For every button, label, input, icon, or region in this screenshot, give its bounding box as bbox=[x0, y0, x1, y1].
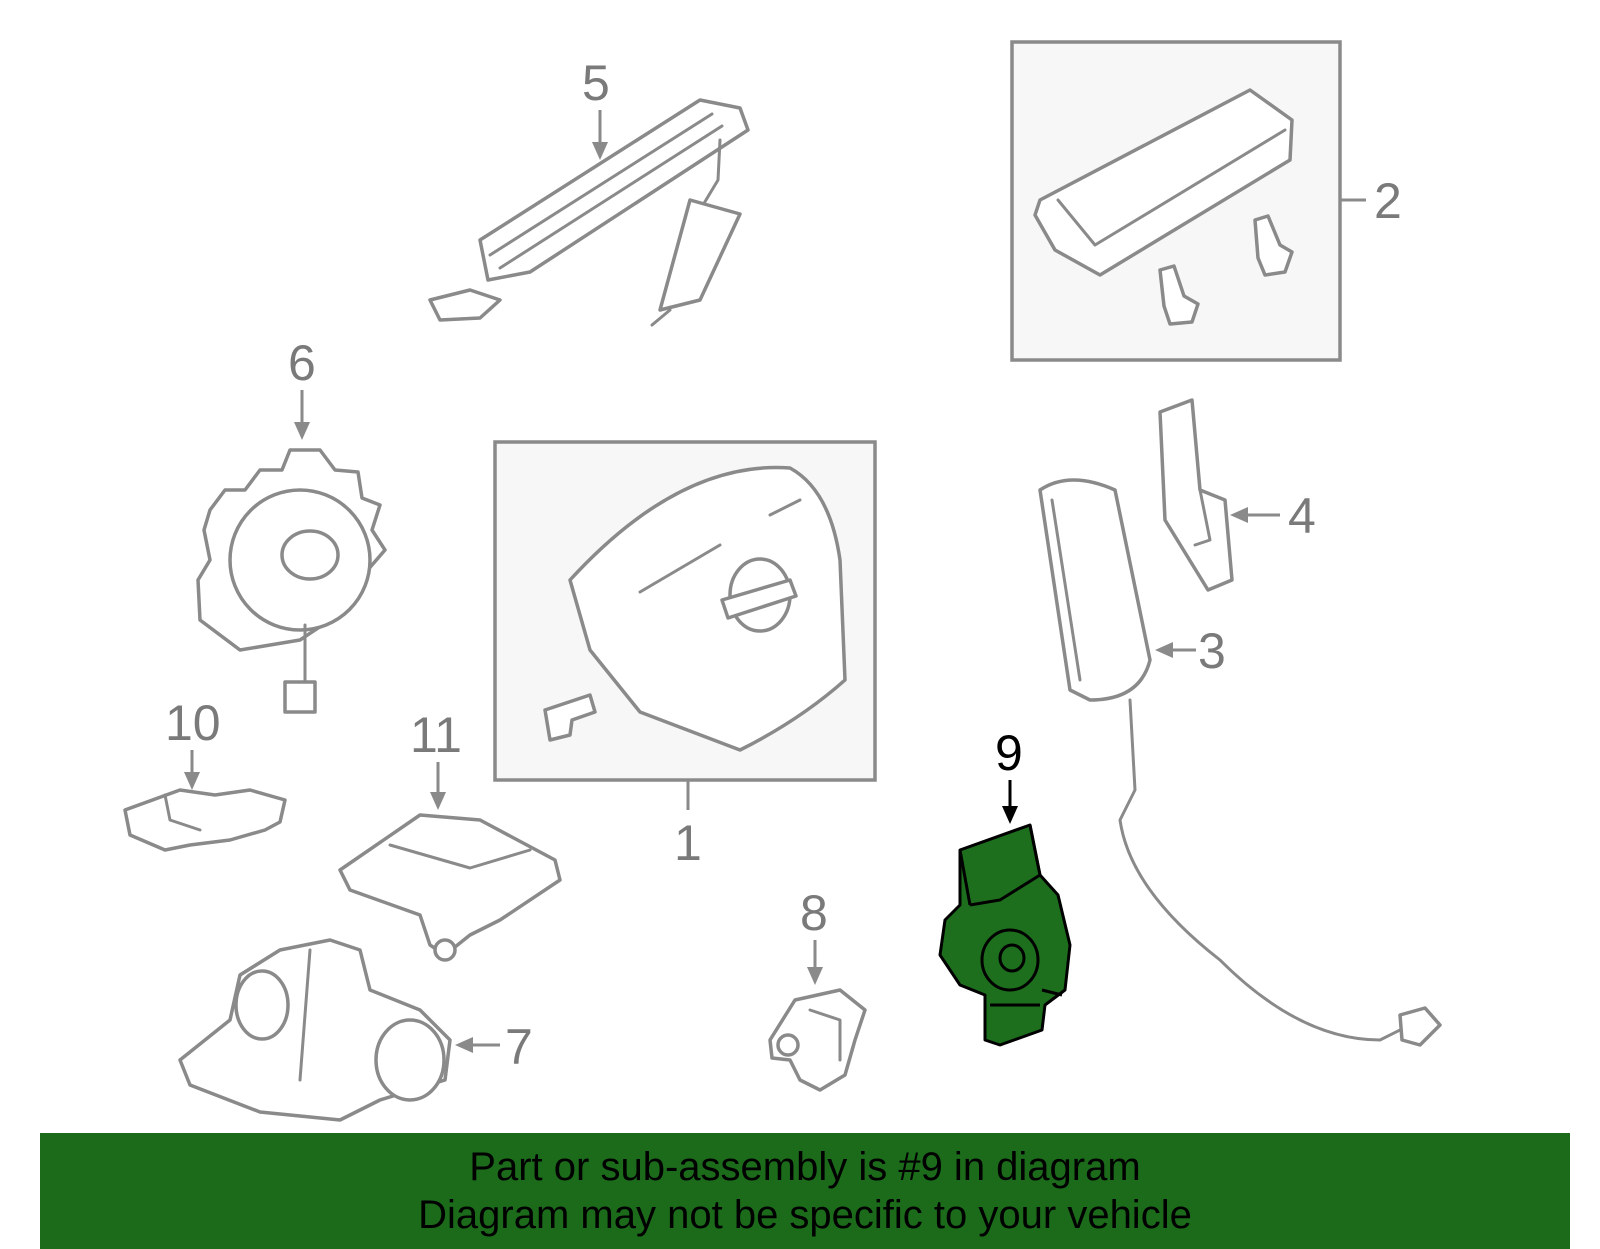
part-1-driver-airbag[interactable] bbox=[543, 465, 847, 752]
arrow-4 bbox=[1230, 507, 1248, 523]
part-10-bracket[interactable] bbox=[123, 788, 287, 852]
arrow-6 bbox=[294, 422, 310, 440]
arrow-7 bbox=[455, 1037, 473, 1053]
callout-10: 10 bbox=[165, 695, 221, 751]
callout-11: 11 bbox=[410, 707, 462, 763]
part-9-highlighted-sensor[interactable] bbox=[938, 823, 1072, 1047]
part-3-side-airbag[interactable] bbox=[1038, 478, 1442, 1047]
callout-2: 2 bbox=[1374, 173, 1402, 229]
info-banner: Part or sub-assembly is #9 in diagram Di… bbox=[40, 1133, 1570, 1249]
callout-6: 6 bbox=[288, 335, 316, 391]
arrow-9 bbox=[1002, 806, 1018, 824]
part-4-bracket[interactable] bbox=[1158, 398, 1234, 592]
callout-1: 1 bbox=[674, 815, 702, 871]
part-11-control-module[interactable] bbox=[338, 813, 562, 962]
part-8-impact-sensor[interactable] bbox=[768, 988, 867, 1092]
callout-4: 4 bbox=[1288, 488, 1316, 544]
callout-7: 7 bbox=[505, 1019, 533, 1075]
part-6-clockspring[interactable] bbox=[196, 448, 387, 714]
part-5-curtain-airbag[interactable] bbox=[428, 98, 750, 327]
banner-line-1: Part or sub-assembly is #9 in diagram bbox=[469, 1145, 1141, 1189]
part-7-sensor[interactable] bbox=[178, 938, 452, 1122]
part-2-passenger-airbag[interactable] bbox=[1033, 88, 1294, 326]
callout-3: 3 bbox=[1198, 623, 1226, 679]
banner-line-2: Diagram may not be specific to your vehi… bbox=[418, 1193, 1192, 1237]
arrow-10 bbox=[184, 772, 200, 790]
arrow-5 bbox=[592, 142, 608, 160]
callout-8: 8 bbox=[800, 885, 828, 941]
callout-9: 9 bbox=[995, 725, 1023, 781]
callout-5: 5 bbox=[582, 55, 610, 111]
arrow-8 bbox=[807, 967, 823, 985]
arrow-11 bbox=[430, 792, 446, 810]
arrow-3 bbox=[1155, 642, 1173, 658]
